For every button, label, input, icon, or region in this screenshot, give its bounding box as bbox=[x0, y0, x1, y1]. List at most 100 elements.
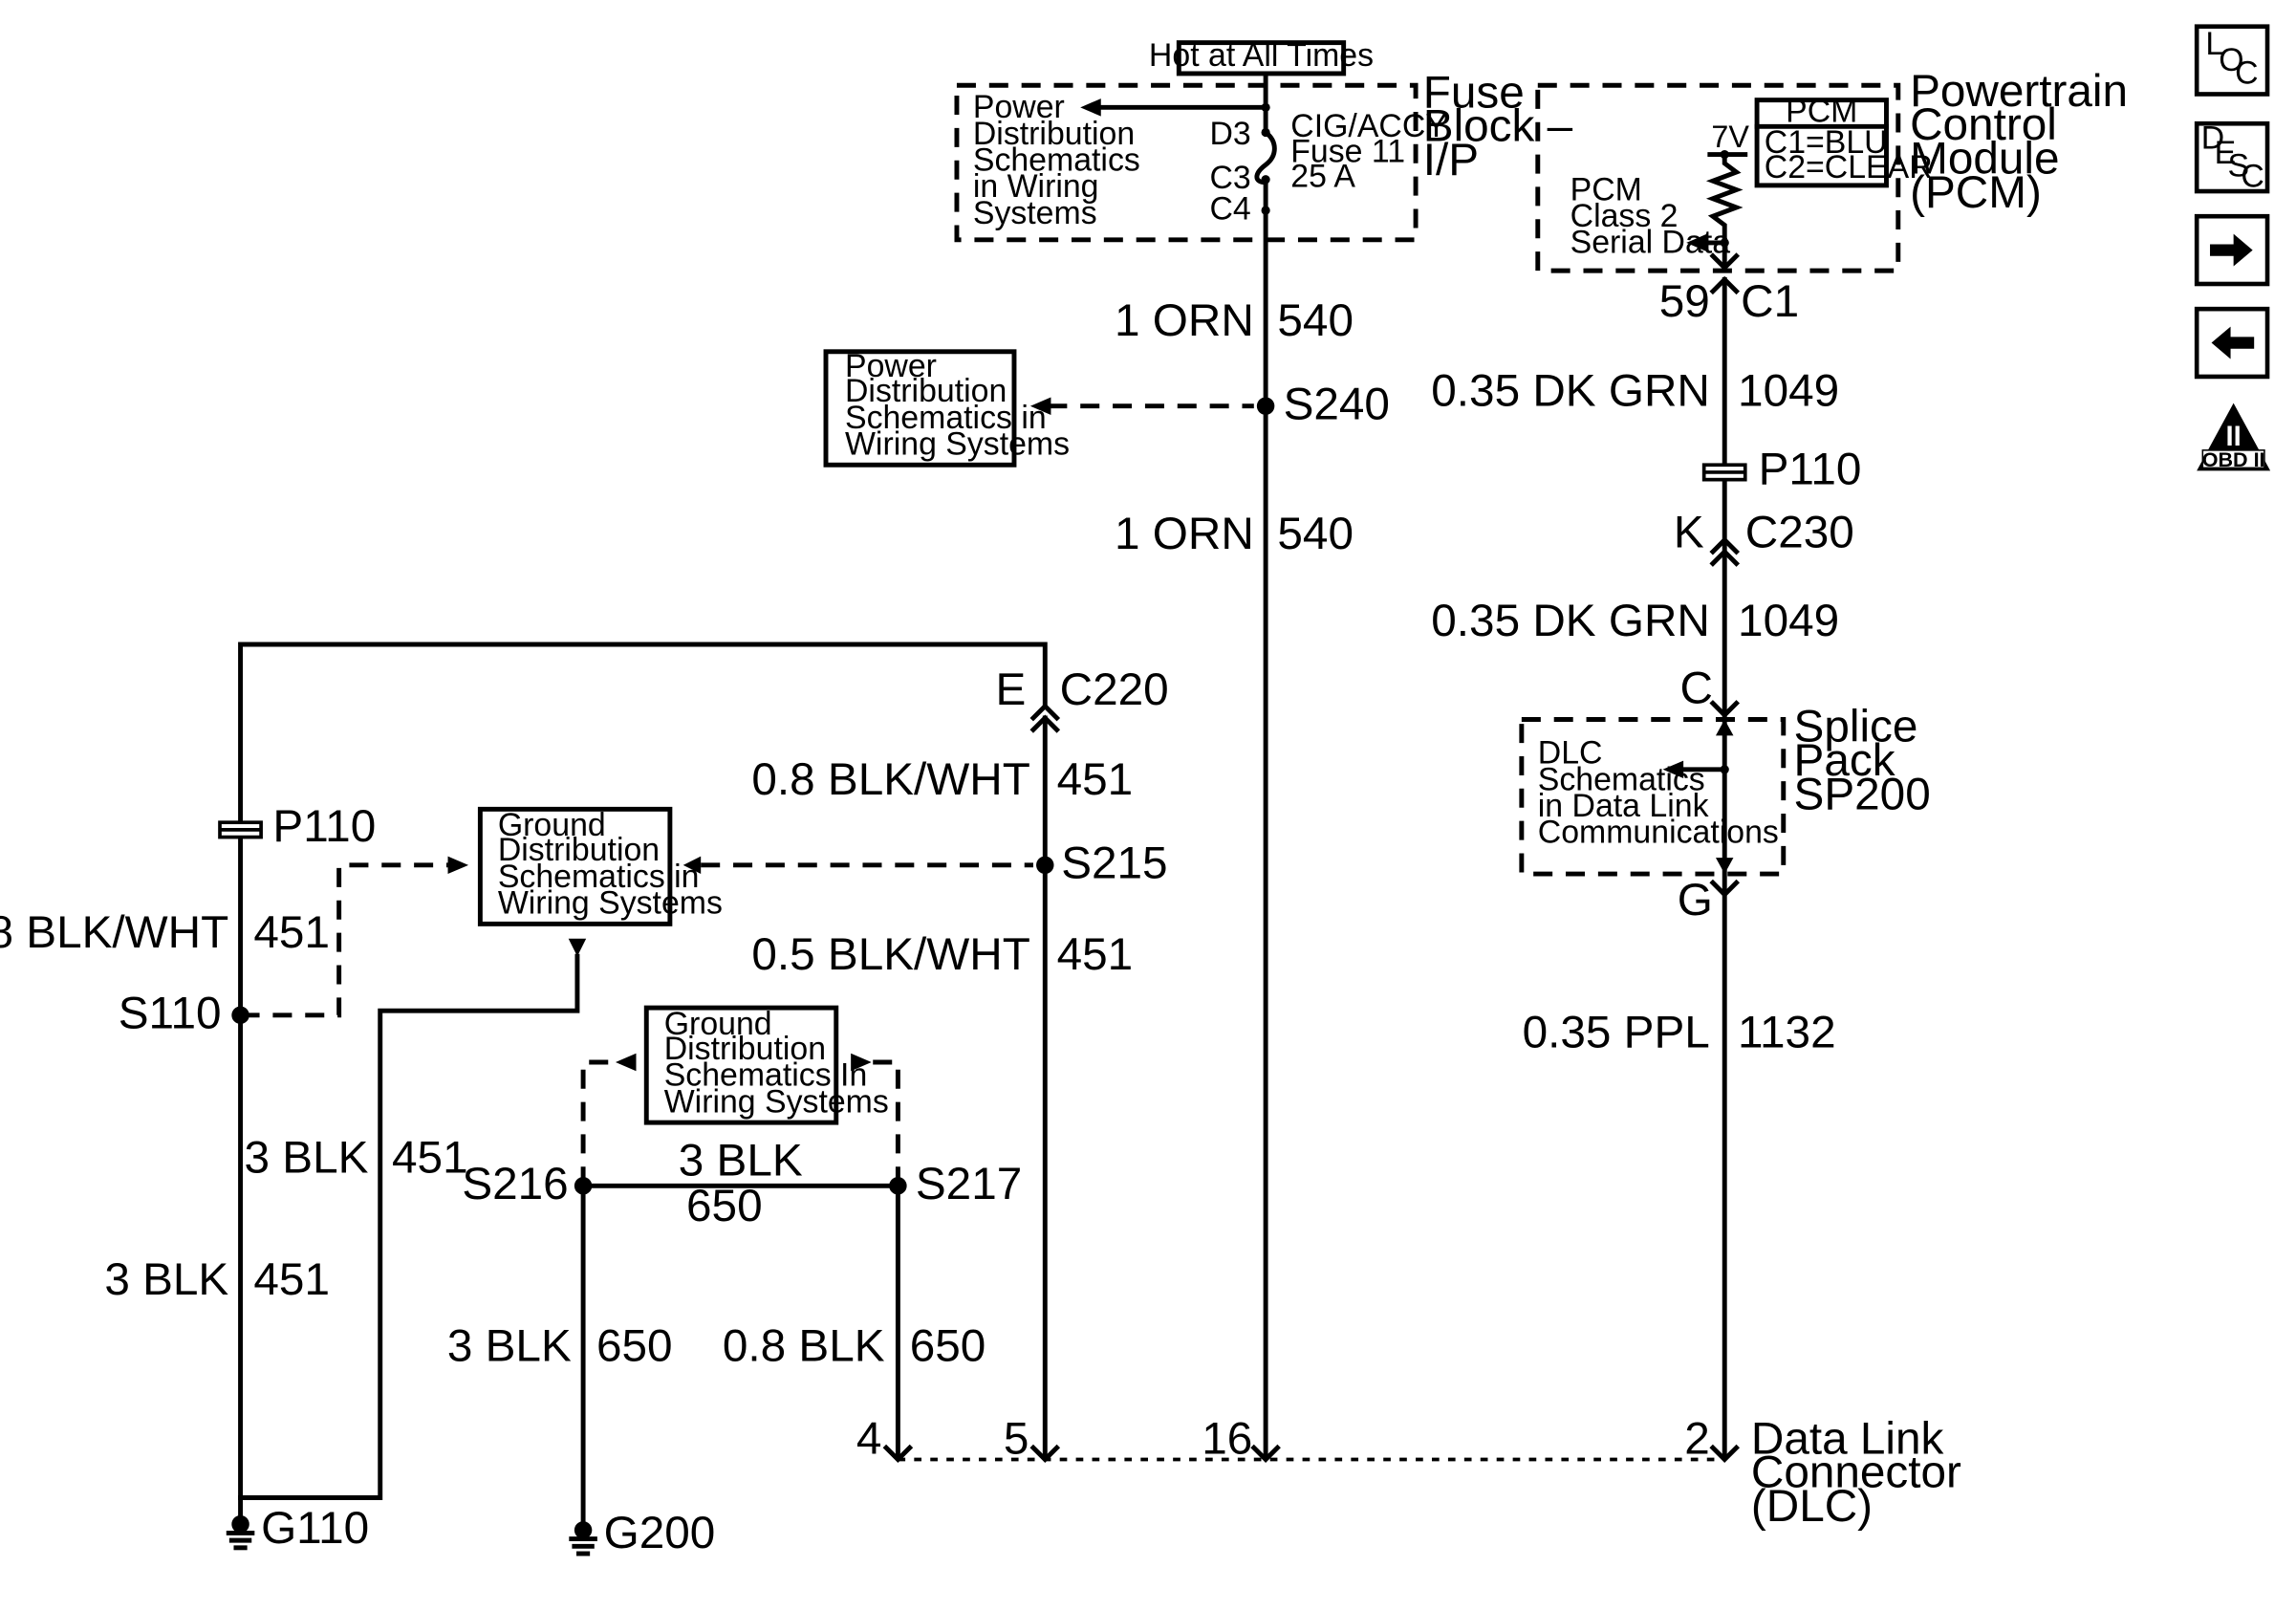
svg-text:PCM: PCM bbox=[1570, 171, 1642, 207]
splice-pack-outline bbox=[1519, 717, 1787, 877]
wire-540-a-color: 1 ORN bbox=[1115, 295, 1254, 346]
s217-dashed-ref bbox=[868, 1059, 900, 1186]
dlc-title: Data Link Connector (DLC) bbox=[1751, 1413, 1961, 1532]
svg-text:Schematics In: Schematics In bbox=[664, 1057, 868, 1094]
fuse-block-title: Fuse Block – I/P bbox=[1423, 67, 1573, 185]
svg-text:Wiring Systems: Wiring Systems bbox=[845, 425, 1070, 462]
svg-text:in Data Link: in Data Link bbox=[1538, 788, 1709, 824]
power-distribution-box bbox=[823, 349, 1017, 468]
wire-1132-color: 0.35 PPL bbox=[1523, 1008, 1710, 1058]
ground-g110-icon bbox=[226, 1514, 255, 1551]
svg-text:Ground: Ground bbox=[664, 1006, 772, 1042]
splice-pack-title: Splice Pack SP200 bbox=[1794, 702, 1931, 820]
wire-451-b-number: 451 bbox=[1057, 929, 1134, 980]
splice-c-connector-icon bbox=[1709, 700, 1741, 719]
arrow-left-icon bbox=[1686, 233, 1707, 252]
wire-540-b-number: 540 bbox=[1277, 509, 1354, 559]
arrow-left-icon[interactable] bbox=[2194, 306, 2270, 380]
pull-up-resistor-icon bbox=[1705, 152, 1744, 268]
dlc-pin-16: 16 bbox=[1202, 1413, 1252, 1464]
pin-c3-label: C3 bbox=[1209, 160, 1250, 196]
pcm-7v-label: 7V bbox=[1711, 120, 1749, 154]
splice-g-connector-icon bbox=[1709, 879, 1741, 899]
pcm-connector-key-box bbox=[1754, 98, 1889, 188]
arrow-left-icon bbox=[615, 1053, 637, 1072]
svg-text:O: O bbox=[2219, 42, 2243, 78]
svg-text:in Wiring: in Wiring bbox=[973, 168, 1099, 205]
description-icon[interactable]: D E S C bbox=[2194, 120, 2270, 194]
ground-distribution-box-1 bbox=[477, 806, 673, 926]
svg-text:CIG/ACCY: CIG/ACCY bbox=[1290, 108, 1447, 144]
wire-650-left-number: 650 bbox=[596, 1320, 673, 1371]
c220-connector-icon bbox=[1029, 703, 1061, 722]
svg-text:Block –: Block – bbox=[1423, 101, 1573, 152]
dlc-pin-4-terminal-icon bbox=[882, 1444, 914, 1463]
s240-label: S240 bbox=[1284, 380, 1390, 430]
svg-text:OBD II: OBD II bbox=[2202, 448, 2265, 471]
svg-text:Data Link: Data Link bbox=[1751, 1413, 1944, 1464]
c220-pin-e: E bbox=[995, 664, 1026, 715]
arrow-left-icon bbox=[682, 856, 702, 875]
c230-pin-k: K bbox=[1674, 507, 1704, 557]
power-distribution-box-text: Power Distribution Schematics in Wiring … bbox=[845, 348, 1070, 463]
dlc-pin-2: 2 bbox=[1684, 1413, 1710, 1464]
ground-distribution-box-2-text: Ground Distribution Schematics In Wiring… bbox=[664, 1006, 889, 1121]
hot-at-all-times-label: Hot at All Times bbox=[1149, 37, 1374, 74]
wire-650-left-color: 3 BLK bbox=[447, 1320, 572, 1371]
arrow-right-icon[interactable] bbox=[2194, 213, 2270, 287]
wire-451-b-color: 0.5 BLK/WHT bbox=[751, 929, 1030, 980]
obd-ii-icon[interactable]: II OBD II bbox=[2197, 403, 2271, 471]
svg-text:Communications: Communications bbox=[1538, 815, 1779, 851]
dlc-pin-5-terminal-icon bbox=[1029, 1444, 1061, 1463]
wire-1132-number: 1132 bbox=[1738, 1008, 1836, 1058]
svg-text:Serial Data: Serial Data bbox=[1570, 225, 1731, 261]
svg-text:S: S bbox=[2227, 148, 2249, 185]
pin-c4-label: C4 bbox=[1209, 190, 1250, 227]
ground-distribution-box-2 bbox=[643, 1005, 839, 1125]
svg-text:Powertrain: Powertrain bbox=[1910, 66, 2128, 117]
g200-label: G200 bbox=[604, 1508, 716, 1558]
svg-text:DLC: DLC bbox=[1538, 735, 1603, 772]
svg-text:SP200: SP200 bbox=[1794, 769, 1931, 819]
wire-1049-b-number: 1049 bbox=[1738, 596, 1839, 646]
wire-1049-b-color: 0.35 DK GRN bbox=[1431, 596, 1710, 646]
splice-pin-g: G bbox=[1678, 875, 1713, 925]
location-icon[interactable]: L O C bbox=[2194, 24, 2270, 97]
splice-s110 bbox=[231, 1006, 249, 1025]
ground-distribution-box-1-text: Ground Distribution Schematics in Wiring… bbox=[498, 807, 723, 922]
svg-text:Connector: Connector bbox=[1751, 1448, 1961, 1498]
svg-text:Wiring Systems: Wiring Systems bbox=[664, 1083, 889, 1120]
svg-text:D: D bbox=[2201, 120, 2224, 156]
wire-1049-a-color: 0.35 DK GRN bbox=[1431, 366, 1710, 417]
c230-label: C230 bbox=[1745, 507, 1854, 557]
svg-text:Class 2: Class 2 bbox=[1570, 198, 1679, 234]
wire-1049-a-number: 1049 bbox=[1738, 366, 1839, 417]
pcm-key-c1: C1=BLU bbox=[1765, 124, 1888, 161]
wire-451-d-number: 451 bbox=[392, 1132, 468, 1183]
svg-text:Wiring Systems: Wiring Systems bbox=[498, 885, 723, 922]
dlc-pin-2-terminal-icon bbox=[1709, 1444, 1741, 1463]
p110-right-label: P110 bbox=[1759, 444, 1862, 494]
c220-label: C220 bbox=[1060, 664, 1169, 715]
s215-label: S215 bbox=[1061, 838, 1167, 889]
wire-650-right-number: 650 bbox=[910, 1320, 986, 1371]
p110-right-passthrough-icon bbox=[1701, 463, 1747, 482]
svg-text:Distribution: Distribution bbox=[498, 832, 660, 868]
arrow-left-icon bbox=[1662, 760, 1684, 779]
svg-text:Schematics: Schematics bbox=[973, 142, 1140, 179]
arrow-right-icon bbox=[851, 1053, 872, 1072]
wire-451-e-color: 3 BLK bbox=[104, 1254, 228, 1305]
wire-540-b-color: 1 ORN bbox=[1115, 509, 1254, 559]
svg-text:25 A: 25 A bbox=[1290, 158, 1355, 194]
g110-label: G110 bbox=[261, 1503, 369, 1554]
s216-label: S216 bbox=[462, 1159, 568, 1209]
wire-650-bridge-color: 3 BLK bbox=[679, 1136, 803, 1186]
svg-text:Distribution: Distribution bbox=[973, 116, 1135, 152]
svg-text:Schematics: Schematics bbox=[1538, 761, 1705, 797]
svg-text:Distribution: Distribution bbox=[845, 373, 1007, 409]
wire-451-c-color: 0.8 BLK/WHT bbox=[0, 907, 228, 958]
dlc-pin-4: 4 bbox=[856, 1413, 882, 1464]
svg-text:II: II bbox=[2226, 422, 2242, 452]
pcm-c1-label: C1 bbox=[1741, 276, 1799, 327]
